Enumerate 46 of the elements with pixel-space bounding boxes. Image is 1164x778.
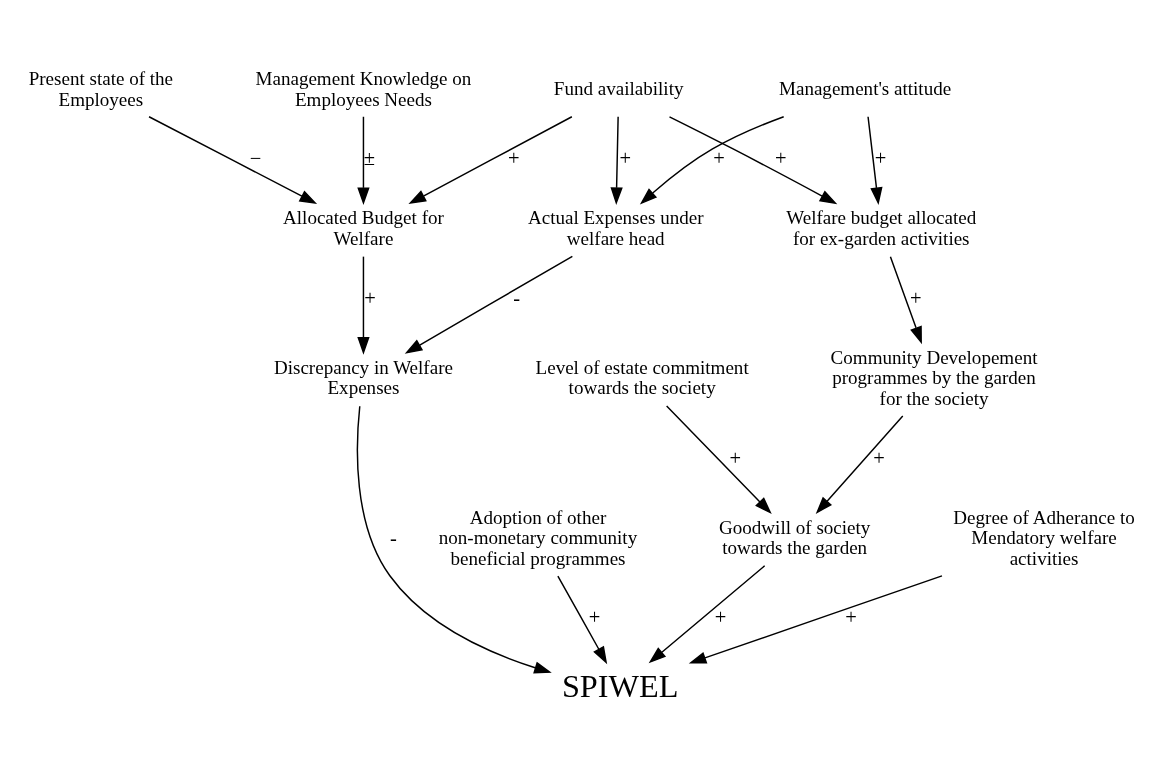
node-text: Actual Expenses under welfare head	[527, 206, 704, 249]
arrow	[557, 574, 608, 664]
arrow	[665, 404, 772, 514]
edge-label: -	[390, 526, 397, 549]
node-text: SPIWEL	[561, 667, 679, 704]
arrow	[889, 255, 922, 344]
arrow	[668, 115, 838, 204]
edge-label: −	[249, 146, 262, 169]
arrow	[610, 115, 623, 205]
arrow	[639, 115, 785, 205]
arrow	[815, 414, 904, 514]
edge-label: +	[845, 605, 857, 628]
node-text: Fund availability	[553, 77, 684, 99]
arrow	[867, 115, 883, 205]
node-text: Discrepancy in Welfare Expenses	[273, 356, 453, 398]
arrow	[148, 115, 318, 204]
node-text: Adoption of other non-monetary community beneficial programmes	[438, 506, 638, 569]
edge-label: +	[714, 605, 727, 628]
edge-label: -	[513, 286, 521, 309]
edge-label: ±	[363, 146, 375, 169]
arrow	[357, 255, 370, 355]
edge-label: +	[909, 286, 922, 309]
node-text: Management Knowledge on Employees Needs	[255, 67, 472, 110]
node-text: Degree of Adherance to Mendatory welfare activities	[953, 506, 1135, 569]
arrow	[648, 564, 766, 663]
arrow	[688, 574, 943, 664]
node-text: Management's attitude	[779, 77, 952, 99]
node-text: Community Developement programmes by the garden for the society	[830, 346, 1038, 409]
node-text: Goodwill of society towards the garden	[719, 516, 871, 558]
edge-label: +	[774, 146, 787, 169]
edge-label: +	[588, 605, 601, 628]
arrow	[357, 115, 370, 205]
arrow	[408, 115, 573, 204]
edge-label: +	[873, 446, 885, 469]
edge-label: +	[364, 286, 376, 309]
edge-label: +	[619, 146, 632, 169]
node-text: Present state of the Employees	[28, 67, 174, 110]
node-text: Allocated Budget for Welfare	[283, 206, 444, 249]
arrow	[404, 255, 574, 354]
arrow	[356, 405, 552, 674]
node-text: Welfare budget allocated for ex-garden activities	[786, 206, 977, 249]
edge-label: +	[874, 146, 887, 169]
edge-label: +	[713, 146, 725, 169]
node-text: Level of estate commitment towards the society	[535, 356, 749, 398]
edge-label: +	[729, 446, 742, 469]
edge-label: +	[508, 146, 520, 169]
